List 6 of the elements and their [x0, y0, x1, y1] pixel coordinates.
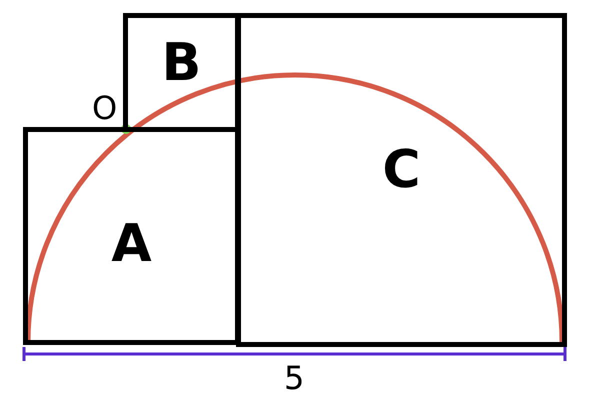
- square-label: B: [162, 36, 202, 88]
- dimension-label: 5: [284, 362, 304, 394]
- square-label: C: [382, 144, 421, 196]
- square: [236, 13, 567, 347]
- point-label: O: [92, 92, 118, 124]
- square-label: A: [111, 218, 152, 270]
